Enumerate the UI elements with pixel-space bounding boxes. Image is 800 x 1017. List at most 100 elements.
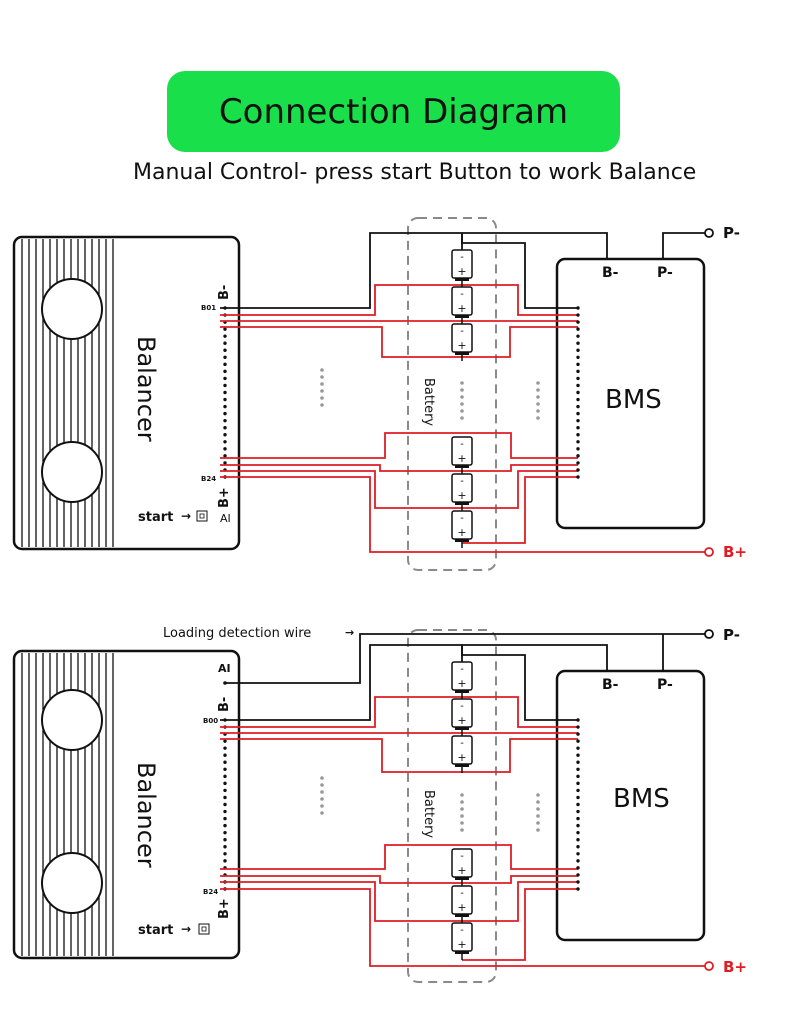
bms-pin bbox=[576, 760, 580, 764]
bms-pin bbox=[576, 468, 580, 472]
bms-pin bbox=[576, 327, 580, 331]
bms-pin bbox=[576, 320, 580, 324]
balancer-pin bbox=[223, 802, 227, 807]
b-plus-terminal[interactable] bbox=[704, 961, 714, 971]
cell-plus-label: + bbox=[457, 677, 466, 690]
battery-cell-icon: -+ bbox=[451, 922, 473, 960]
cell-plus-label: + bbox=[457, 751, 466, 764]
cell-plus-label: + bbox=[457, 302, 466, 315]
cell-plus-label: + bbox=[457, 489, 466, 502]
bms-pin bbox=[576, 725, 580, 729]
bms-pin bbox=[576, 376, 580, 381]
fan-bottom-icon bbox=[41, 441, 103, 503]
page-title: Connection Diagram bbox=[218, 91, 569, 132]
battery-label: Battery bbox=[421, 378, 436, 426]
ellipsis-dots bbox=[320, 368, 540, 420]
b-plus-terminal[interactable] bbox=[704, 547, 714, 557]
cell-minus-label: - bbox=[460, 439, 464, 450]
battery-cell-icon: -+ bbox=[451, 848, 473, 886]
cell-plus-label: + bbox=[457, 938, 466, 951]
balancer-label: Balancer bbox=[132, 336, 160, 442]
p-minus-terminal[interactable] bbox=[704, 629, 714, 639]
balancer-pin bbox=[223, 781, 227, 786]
balancer-pin bbox=[223, 383, 227, 388]
battery-cell-icon: -+ bbox=[451, 510, 473, 548]
balancer-pin bbox=[223, 852, 227, 856]
battery-enclosure bbox=[407, 217, 497, 571]
start-button[interactable] bbox=[196, 510, 208, 522]
cell-plus-label: + bbox=[457, 452, 466, 465]
battery-enclosure bbox=[407, 629, 497, 983]
bms-pin bbox=[576, 774, 580, 779]
bms-pin bbox=[576, 866, 580, 870]
bms-pin bbox=[576, 767, 580, 771]
bms-pin bbox=[576, 447, 580, 451]
cell-minus-label: - bbox=[460, 252, 464, 263]
bms-body bbox=[555, 257, 706, 530]
balancer-pin bbox=[223, 753, 227, 757]
bms-p-minus-label: P- bbox=[657, 265, 673, 281]
arrow-right-icon: → bbox=[181, 509, 191, 523]
diagram-manual-control: Balancer B- B01 B24 B+ start → AI Batter… bbox=[12, 217, 747, 571]
balancer-pin bbox=[223, 739, 227, 743]
bms-pin-column bbox=[576, 306, 580, 479]
bms-pin bbox=[576, 753, 580, 757]
start-label: start bbox=[138, 923, 173, 938]
bms-pin-column bbox=[576, 718, 580, 891]
bms-pin bbox=[576, 433, 580, 437]
bms-pin bbox=[576, 859, 580, 863]
pin-first-label: B00 bbox=[203, 717, 218, 725]
balancer-pin bbox=[223, 341, 227, 345]
start-button[interactable] bbox=[198, 923, 210, 935]
balancer-pin bbox=[223, 454, 227, 458]
cell-minus-label: - bbox=[460, 664, 464, 675]
balancer-pin bbox=[223, 327, 227, 331]
balancer-pin bbox=[223, 795, 227, 800]
cell-plus-label: + bbox=[457, 714, 466, 727]
title-badge: Connection Diagram bbox=[167, 71, 620, 152]
balancer-body bbox=[12, 235, 241, 551]
bms-pin bbox=[576, 788, 580, 793]
bms-pin bbox=[576, 781, 580, 786]
bms-pin bbox=[576, 718, 580, 722]
fan-top-icon bbox=[41, 689, 103, 751]
balancer-pin bbox=[223, 376, 227, 381]
cell-minus-label: - bbox=[460, 888, 464, 899]
battery-cell-icon: -+ bbox=[451, 885, 473, 923]
battery-cell-icon: -+ bbox=[451, 735, 473, 773]
fan-bottom-icon bbox=[41, 852, 103, 914]
balancer-b-minus-label: B- bbox=[217, 697, 232, 712]
bms-pin bbox=[576, 845, 580, 849]
balancer-b-plus-label: B+ bbox=[217, 898, 232, 919]
bms-pin bbox=[576, 355, 580, 359]
bms-pin bbox=[576, 418, 580, 423]
balancer-pin bbox=[223, 788, 227, 793]
p-minus-terminal[interactable] bbox=[704, 228, 714, 238]
balancer-pin bbox=[223, 845, 227, 849]
bms-pin bbox=[576, 348, 580, 352]
bms-pin bbox=[576, 732, 580, 736]
cell-minus-label: - bbox=[460, 476, 464, 487]
balancer-pin bbox=[223, 334, 227, 338]
battery-cell-icon: -+ bbox=[451, 436, 473, 474]
balancer-pin bbox=[223, 461, 227, 465]
battery-cells: -+-+-+-+-+-+ bbox=[451, 661, 473, 960]
balancer-label: Balancer bbox=[132, 762, 160, 868]
bms-pin bbox=[576, 313, 580, 317]
bms-b-minus-label: B- bbox=[602, 265, 619, 281]
bms-pin bbox=[576, 369, 580, 374]
bms-pin bbox=[576, 746, 580, 750]
bms-pin bbox=[576, 440, 580, 444]
battery-cell-icon: -+ bbox=[451, 286, 473, 324]
bms-pin bbox=[576, 739, 580, 743]
bms-pin bbox=[576, 823, 580, 828]
bms-pin bbox=[576, 816, 580, 821]
balancer-pin bbox=[223, 816, 227, 821]
b-plus-terminal-label: B+ bbox=[723, 958, 747, 976]
pin-last-label: B24 bbox=[203, 888, 218, 896]
balancer-pin bbox=[223, 369, 227, 374]
balancer-pin bbox=[223, 426, 227, 430]
arrow-right-icon: → bbox=[181, 922, 191, 936]
bms-pin bbox=[576, 362, 580, 367]
balancer-pin bbox=[223, 838, 227, 842]
